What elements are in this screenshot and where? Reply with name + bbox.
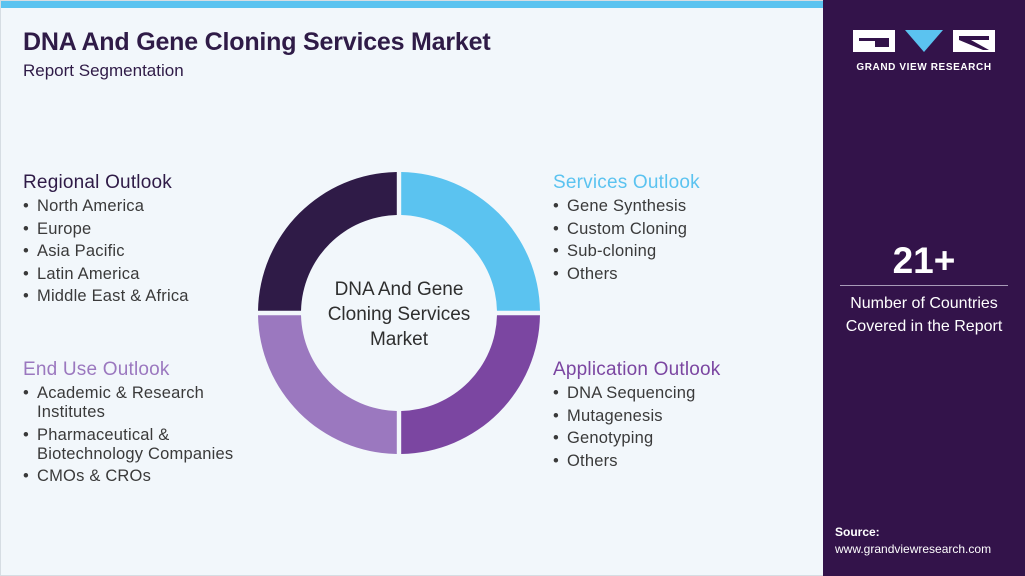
donut-segment-application — [401, 315, 540, 454]
list-item: Gene Synthesis — [553, 197, 700, 216]
donut-segment-regional — [258, 172, 397, 311]
list-item: Sub-cloning — [553, 242, 700, 261]
donut-segment-end-use — [258, 315, 397, 454]
list-item: CMOs & CROs — [23, 467, 263, 486]
countries-caption: Number of Countries Covered in the Repor… — [845, 295, 1003, 335]
list-item: Others — [553, 452, 721, 471]
list-item: DNA Sequencing — [553, 384, 721, 403]
end-use-outlook: End Use Outlook Academic & Research Inst… — [23, 359, 263, 490]
list-item: Europe — [23, 220, 189, 239]
donut-segment-services — [401, 172, 540, 311]
list-item: Latin America — [23, 265, 189, 284]
application-outlook-list: DNA Sequencing Mutagenesis Genotyping Ot… — [553, 384, 721, 471]
services-outlook-heading: Services Outlook — [553, 172, 700, 193]
services-outlook-list: Gene Synthesis Custom Cloning Sub-clonin… — [553, 197, 700, 284]
brand-name: GRAND VIEW RESEARCH — [856, 62, 992, 73]
end-use-outlook-list: Academic & Research Institutes Pharmaceu… — [23, 384, 263, 486]
list-item: North America — [23, 197, 189, 216]
page-title: DNA And Gene Cloning Services Market — [23, 28, 491, 56]
gvr-logo-icon — [853, 30, 995, 52]
list-item: Pharmaceutical & Biotechnology Companies — [23, 426, 263, 464]
source-url[interactable]: www.grandviewresearch.com — [835, 542, 992, 556]
list-item: Custom Cloning — [553, 220, 700, 239]
donut-center-label: DNA And Gene Cloning Services Market — [327, 279, 471, 350]
sidebar-panel: GRAND VIEW RESEARCH 21+ Number of Countr… — [823, 0, 1025, 576]
accent-bar — [1, 1, 824, 8]
regional-outlook-heading: Regional Outlook — [23, 172, 172, 193]
application-outlook-heading: Application Outlook — [553, 359, 721, 380]
application-outlook: Application Outlook DNA Sequencing Mutag… — [553, 359, 721, 474]
services-outlook: Services Outlook Gene Synthesis Custom C… — [553, 172, 700, 287]
countries-count: 21+ — [892, 240, 956, 281]
list-item: Middle East & Africa — [23, 287, 189, 306]
end-use-outlook-heading: End Use Outlook — [23, 359, 170, 380]
regional-outlook-list: North America Europe Asia Pacific Latin … — [23, 197, 189, 306]
source-label: Source: — [835, 525, 880, 539]
list-item: Academic & Research Institutes — [23, 384, 263, 422]
list-item: Mutagenesis — [553, 407, 721, 426]
page-subtitle: Report Segmentation — [23, 61, 184, 80]
list-item: Asia Pacific — [23, 242, 189, 261]
list-item: Others — [553, 265, 700, 284]
stat-divider — [840, 285, 1008, 286]
regional-outlook: Regional Outlook North America Europe As… — [23, 172, 189, 310]
list-item: Genotyping — [553, 429, 721, 448]
segmentation-donut — [258, 172, 540, 454]
